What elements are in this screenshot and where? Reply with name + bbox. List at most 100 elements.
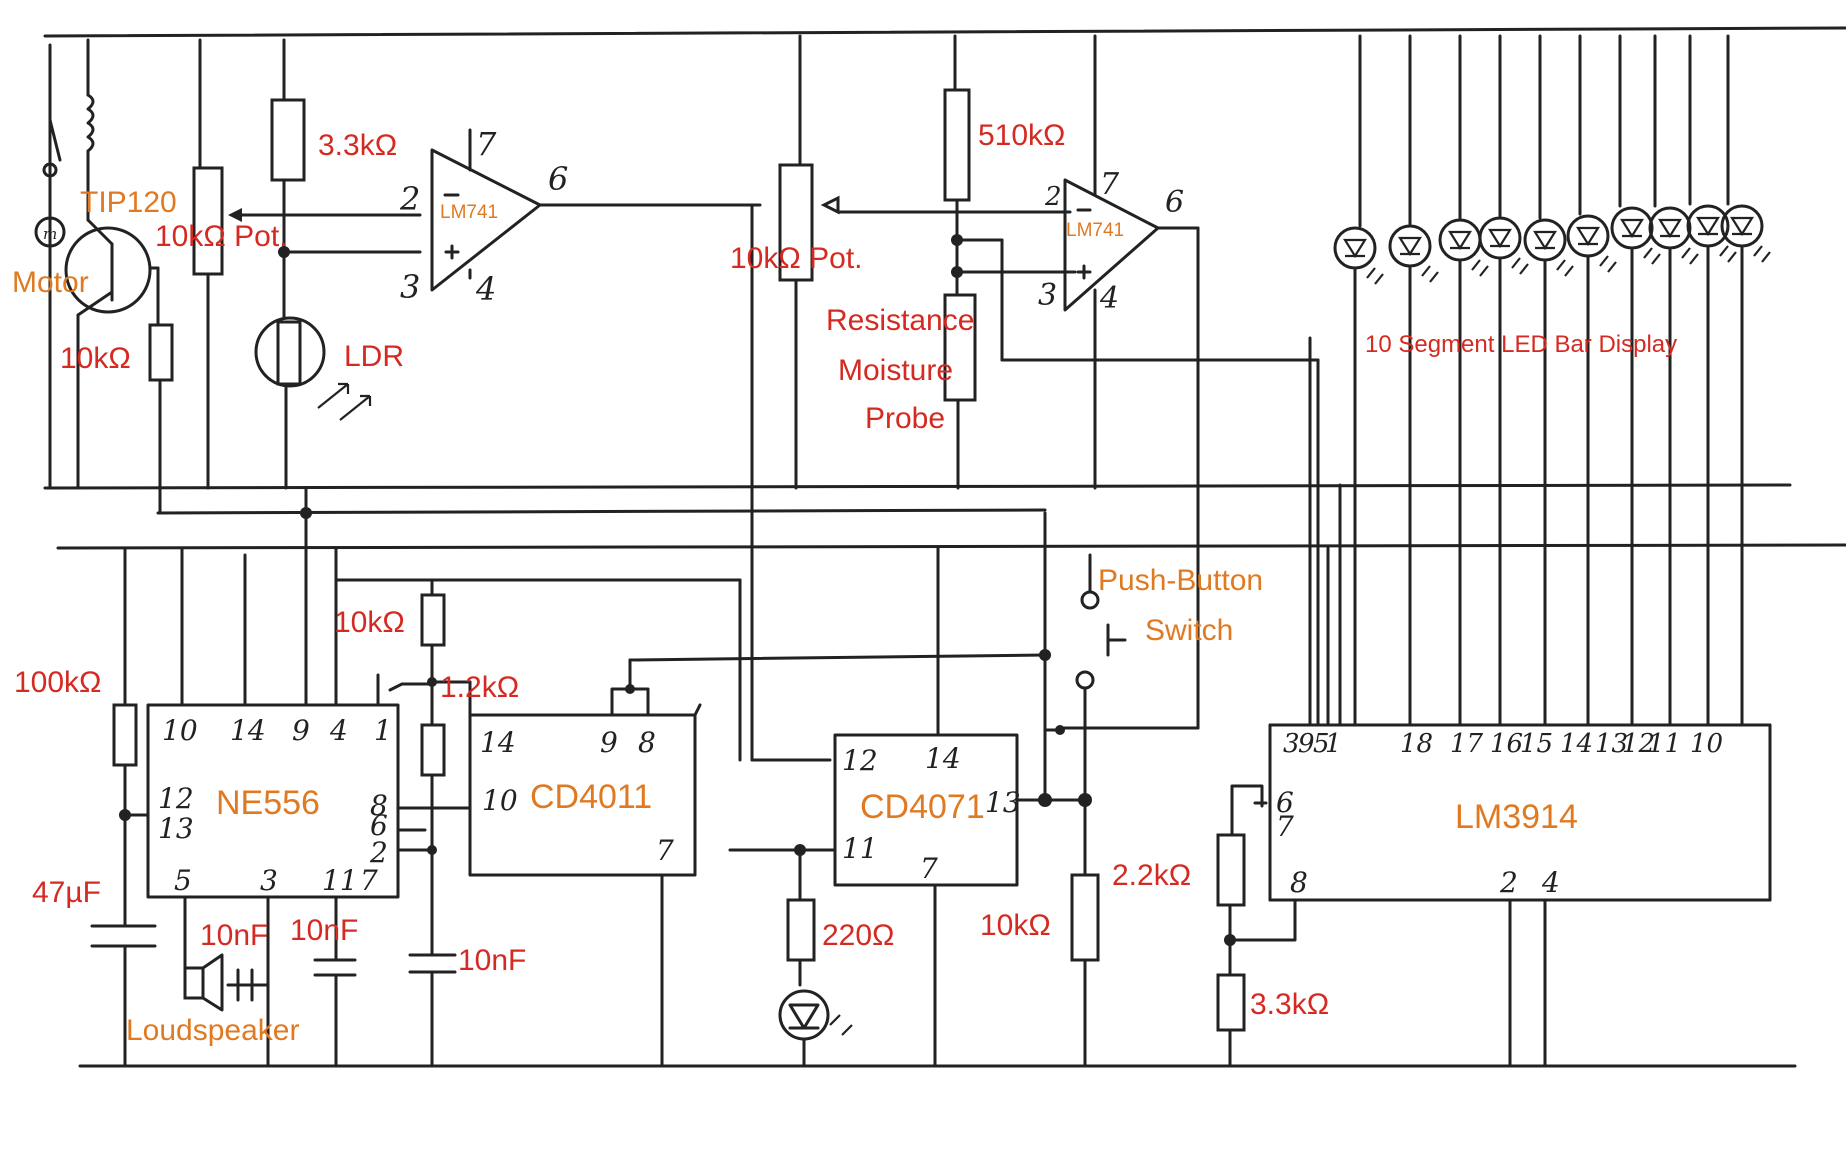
pot-center-label: 10kΩ Pot. [730,242,863,275]
opamp2-pin-6: 6 [1165,185,1184,220]
cd4011-pin-4: 7 [656,834,674,867]
ne556-bottom-pin-2: 11 [322,864,358,897]
ne556-top-pin-4: 1 [374,714,392,747]
lm3914-top-pin-7: 15 [1520,729,1553,759]
opamp2-pin-7: 7 [1100,167,1120,202]
moisture-comparator-section [750,34,1320,762]
opamp1-pin-4: 4 [475,270,496,308]
lm3914-top-pin-2: 5 [1313,729,1330,759]
r-220-label: 220Ω [822,919,894,952]
ne556-label: NE556 [216,784,320,822]
pot-left-label: 10kΩ Pot. [155,220,288,253]
tip120-label: TIP120 [80,186,177,219]
motor-label: Motor [12,266,89,299]
r-100k-label: 100kΩ [14,666,101,699]
c-10n-a-label: 10nF [200,919,268,952]
lm3914-left-pin-0: 6 [1276,786,1294,819]
cd4011-section [468,653,1047,1068]
r-1-2k-label: 1.2kΩ [440,671,519,704]
led-3 [1438,34,1489,727]
lm3914-left-pin-2: 8 [1290,866,1308,899]
lm3914-top-pin-6: 16 [1490,729,1523,759]
ne556-top-pin-1: 14 [230,714,266,747]
c-10n-b-label: 10nF [290,914,358,947]
lm3914-top-pin-12: 10 [1690,729,1723,759]
cd4071-section [728,546,1127,1068]
r-2-2k-label: 2.2kΩ [1112,859,1191,892]
cd4011-label: CD4011 [530,778,652,816]
r-3-3k-ref-label: 3.3kΩ [1250,988,1329,1021]
led-10 [1720,34,1771,727]
ne556-top-pin-2: 9 [292,714,310,747]
lm3914-label: LM3914 [1455,798,1578,836]
cd4071-pin-1: 14 [925,742,961,775]
led-2 [1388,34,1439,727]
cd4011-pin-1: 9 [600,726,618,759]
ne556-left-pin-0: 12 [158,782,194,815]
opamp2-label: LM741 [1066,220,1124,241]
lm3914-bottom-pin-0: 2 [1499,866,1518,899]
lm3914-top-pin-5: 17 [1450,729,1484,759]
lm3914-top-pin-3: 1 [1325,729,1342,759]
ne556-section [90,486,472,1068]
push-button-label-1: Push-Button [1098,564,1263,597]
ne556-right-pin-2: 2 [369,836,388,869]
cd4071-pin-2: 13 [985,786,1021,819]
lm3914-top-pin-1: 9 [1298,729,1315,759]
probe-label-3: Probe [865,402,945,435]
ne556-bottom-pin-3: 7 [360,864,378,897]
r-10k-pb-label: 10kΩ [980,909,1051,942]
cd4071-pin-0: 12 [842,744,878,777]
cd4071-pin-3: 11 [842,832,878,865]
ne556-top-pin-0: 10 [162,714,198,747]
opamp1-pin-2: 2 [399,180,420,218]
ne556-right-pin-0: 8 [370,789,388,822]
lm3914-left-pin-1: 7 [1276,810,1294,843]
led-6 [1566,34,1617,727]
led-8 [1648,34,1699,727]
opamp1-pin-3: 3 [400,268,420,306]
opamp1-pin-7: 7 [476,125,497,163]
lm3914-top-pin-11: 11 [1648,729,1681,759]
cd4071-pin-4: 7 [920,852,938,885]
r-ldr-top-label: 3.3kΩ [318,129,397,162]
opamp1-label: LM741 [440,202,498,223]
push-button-label-2: Switch [1145,614,1233,647]
probe-label-1: Resistance [826,304,974,337]
ne556-top-pin-3: 4 [329,714,348,747]
c-10n-c-label: 10nF [458,944,526,977]
lm3914-top-pin-8: 14 [1560,729,1593,759]
ldr-comparator-section [254,38,762,490]
cd4011-pin-2: 8 [638,726,656,759]
motor-driver-section: m [34,38,422,515]
timing-network [334,578,742,1068]
led-bar-label: 10 Segment LED Bar Display [1365,331,1677,358]
cd4011-pin-3: 10 [482,784,518,817]
cd4071-label: CD4071 [860,788,985,826]
ne556-right-pin-1: 6 [370,809,388,842]
ne556-bottom-pin-0: 5 [174,864,192,897]
led-4 [1478,34,1529,727]
lm3914-top-pin-9: 13 [1595,729,1628,759]
cd4011-pin-0: 14 [480,726,516,759]
led-9 [1686,34,1737,727]
opamp2-pin-2: 2 [1044,182,1062,212]
led-bar-section [1333,34,1771,727]
probe-label-2: Moisture [838,354,953,387]
ldr-label: LDR [344,340,404,373]
led-7 [1610,34,1661,727]
lm3914-top-pin-10: 12 [1622,729,1655,759]
led-1 [1333,34,1384,727]
lm3914-top-pin-0: 3 [1283,729,1300,759]
r-base-label: 10kΩ [60,342,131,375]
lm3914-section [1216,336,1772,1068]
opamp2-pin-4: 4 [1099,281,1119,316]
lm3914-top-pin-4: 18 [1400,729,1433,759]
r-10k-timer-label: 10kΩ [334,606,405,639]
r-510k-label: 510kΩ [978,119,1065,152]
loudspeaker-label: Loudspeaker [126,1014,299,1047]
opamp1-pin-6: 6 [548,160,568,198]
